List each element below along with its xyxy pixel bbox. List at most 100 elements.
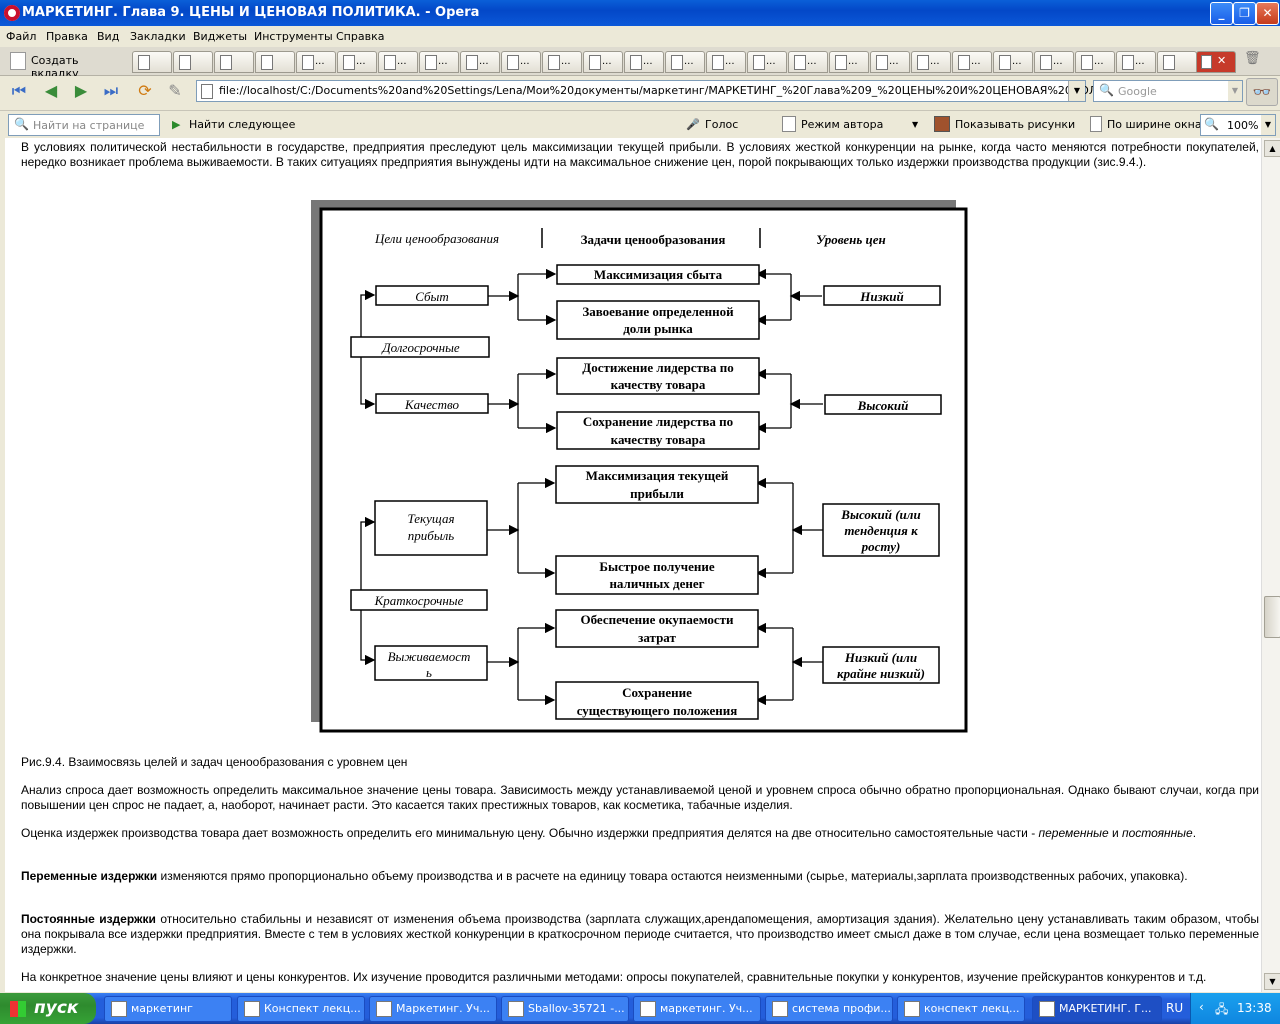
- page-icon: [630, 55, 642, 70]
- find-next-button[interactable]: Найти следующее: [189, 118, 296, 131]
- period-text: .: [1192, 826, 1197, 840]
- vertical-scrollbar[interactable]: ▲ ▼: [1261, 138, 1280, 992]
- minimize-button[interactable]: _: [1210, 2, 1233, 25]
- taskbar-button[interactable]: МАРКЕТИНГ. Г...: [1032, 996, 1162, 1022]
- page-icon: [753, 55, 765, 70]
- new-tab-button[interactable]: Создать вкладку: [4, 50, 126, 80]
- menu-help[interactable]: Справка: [336, 30, 385, 43]
- menu-bookmarks[interactable]: Закладки: [130, 30, 186, 43]
- menu-file[interactable]: Файл: [6, 30, 37, 43]
- browser-tab[interactable]: ...: [337, 51, 377, 73]
- browser-tab[interactable]: ...: [501, 51, 541, 73]
- zoom-dropdown-icon[interactable]: ▼: [1261, 115, 1275, 135]
- browser-tab[interactable]: ...: [378, 51, 418, 73]
- variable-costs-text: изменяются прямо пропорционально объему …: [157, 869, 1188, 883]
- tray-expand-icon[interactable]: ‹: [1199, 1000, 1204, 1014]
- browser-tab[interactable]: ...: [870, 51, 910, 73]
- browser-tab[interactable]: [132, 51, 172, 73]
- tab-label: ...: [848, 56, 858, 67]
- menu-view[interactable]: Вид: [97, 30, 120, 43]
- browser-tab[interactable]: ...: [583, 51, 623, 73]
- page-icon: [548, 55, 560, 70]
- maximize-button[interactable]: ❐: [1233, 2, 1256, 25]
- reload-icon[interactable]: ⟳: [138, 81, 152, 100]
- taskbar-button[interactable]: маркетинг: [104, 996, 232, 1022]
- taskbar-button[interactable]: маркетинг. Уч...: [633, 996, 761, 1022]
- browser-tab[interactable]: [173, 51, 213, 73]
- author-mode-dropdown-icon[interactable]: ▼: [912, 120, 919, 129]
- close-tab-icon[interactable]: ✕: [1217, 54, 1227, 67]
- browser-tab[interactable]: ...: [419, 51, 459, 73]
- task-6-line2: наличных денег: [609, 576, 704, 591]
- browser-tab[interactable]: ...: [706, 51, 746, 73]
- taskbar-button[interactable]: Конспект лекц...: [237, 996, 365, 1022]
- page-icon: [835, 55, 847, 70]
- browser-tab[interactable]: ...: [993, 51, 1033, 73]
- fit-width-button[interactable]: По ширине окна: [1107, 118, 1202, 131]
- taskbar-button[interactable]: Sballov-35721 -...: [501, 996, 629, 1022]
- browser-tab[interactable]: [255, 51, 295, 73]
- tab-label: ...: [766, 56, 776, 67]
- browser-tab[interactable]: ...: [542, 51, 582, 73]
- taskbar-button[interactable]: конспект лекц...: [897, 996, 1025, 1022]
- glasses-icon[interactable]: 👓: [1246, 78, 1278, 106]
- scroll-up-icon[interactable]: ▲: [1264, 140, 1280, 157]
- browser-tab[interactable]: ...: [747, 51, 787, 73]
- browser-tab[interactable]: ...: [665, 51, 705, 73]
- find-in-page-input[interactable]: 🔍 Найти на странице: [8, 114, 160, 136]
- browser-tab[interactable]: ...: [1075, 51, 1115, 73]
- scroll-down-icon[interactable]: ▼: [1264, 973, 1280, 990]
- fast-forward-icon[interactable]: ⏭: [103, 81, 119, 100]
- back-icon[interactable]: ◀: [44, 81, 58, 100]
- paragraph-costs: Оценка издержек производства товара дает…: [21, 826, 1259, 841]
- menu-widgets[interactable]: Виджеты: [193, 30, 248, 43]
- taskbar-button[interactable]: система профи...: [765, 996, 893, 1022]
- voice-button[interactable]: Голос: [705, 118, 739, 131]
- level-high: Высокий: [857, 398, 909, 413]
- browser-tab[interactable]: ...: [829, 51, 869, 73]
- browser-tab[interactable]: [214, 51, 254, 73]
- level-high-rising-line2: тенденция к: [844, 523, 918, 538]
- goal-survival-line1: Выживаемост: [388, 649, 471, 664]
- browser-tab[interactable]: [1157, 51, 1197, 73]
- browser-tab[interactable]: ...: [911, 51, 951, 73]
- author-mode-button[interactable]: Режим автора: [801, 118, 884, 131]
- task-7-line2: затрат: [638, 630, 676, 645]
- active-tab[interactable]: ✕: [1196, 51, 1236, 73]
- browser-tab[interactable]: ...: [624, 51, 664, 73]
- language-indicator[interactable]: RU: [1166, 1001, 1184, 1015]
- browser-tab[interactable]: ...: [1034, 51, 1074, 73]
- show-images-button[interactable]: Показывать рисунки: [955, 118, 1076, 131]
- forward-icon[interactable]: ▶: [74, 81, 88, 100]
- search-placeholder: Google: [1118, 85, 1157, 98]
- network-icon[interactable]: 🖧: [1215, 1002, 1229, 1016]
- scroll-thumb[interactable]: [1264, 596, 1280, 638]
- address-field[interactable]: file://localhost/C:/Documents%20and%20Se…: [196, 80, 1161, 102]
- goal-short-term: Краткосрочные: [374, 593, 464, 608]
- taskbar-button-label: маркетинг. Уч...: [660, 1002, 753, 1015]
- address-dropdown-icon[interactable]: ▼: [1068, 81, 1085, 101]
- tab-label: ...: [1094, 56, 1104, 67]
- browser-tab[interactable]: ...: [296, 51, 336, 73]
- zoom-select[interactable]: 🔍 100% ▼: [1200, 114, 1276, 136]
- tab-label: ...: [725, 56, 735, 67]
- rewind-icon[interactable]: ⏮: [11, 81, 27, 100]
- search-field[interactable]: 🔍 Google ▼: [1093, 80, 1243, 102]
- start-button[interactable]: пуск: [0, 993, 96, 1024]
- search-dropdown-icon[interactable]: ▼: [1228, 81, 1242, 101]
- find-icon: 🔍: [14, 117, 29, 131]
- trash-icon[interactable]: 🗑: [1244, 51, 1261, 66]
- menu-tools[interactable]: Инструменты: [254, 30, 333, 43]
- fixed-costs-text: относительно стабильны и независят от из…: [21, 912, 1260, 956]
- browser-tab[interactable]: ...: [788, 51, 828, 73]
- browser-tab[interactable]: ...: [460, 51, 500, 73]
- menu-edit[interactable]: Правка: [46, 30, 88, 43]
- level-very-low-line1: Низкий (или: [844, 650, 917, 665]
- browser-tab[interactable]: ...: [1116, 51, 1156, 73]
- browser-tab[interactable]: ...: [952, 51, 992, 73]
- level-high-rising-line1: Высокий (или: [840, 507, 920, 522]
- taskbar-button[interactable]: Маркетинг. Уч...: [369, 996, 497, 1022]
- close-button[interactable]: ✕: [1256, 2, 1279, 25]
- find-next-icon: ▶: [172, 118, 181, 131]
- edit-icon[interactable]: ✎: [168, 81, 182, 100]
